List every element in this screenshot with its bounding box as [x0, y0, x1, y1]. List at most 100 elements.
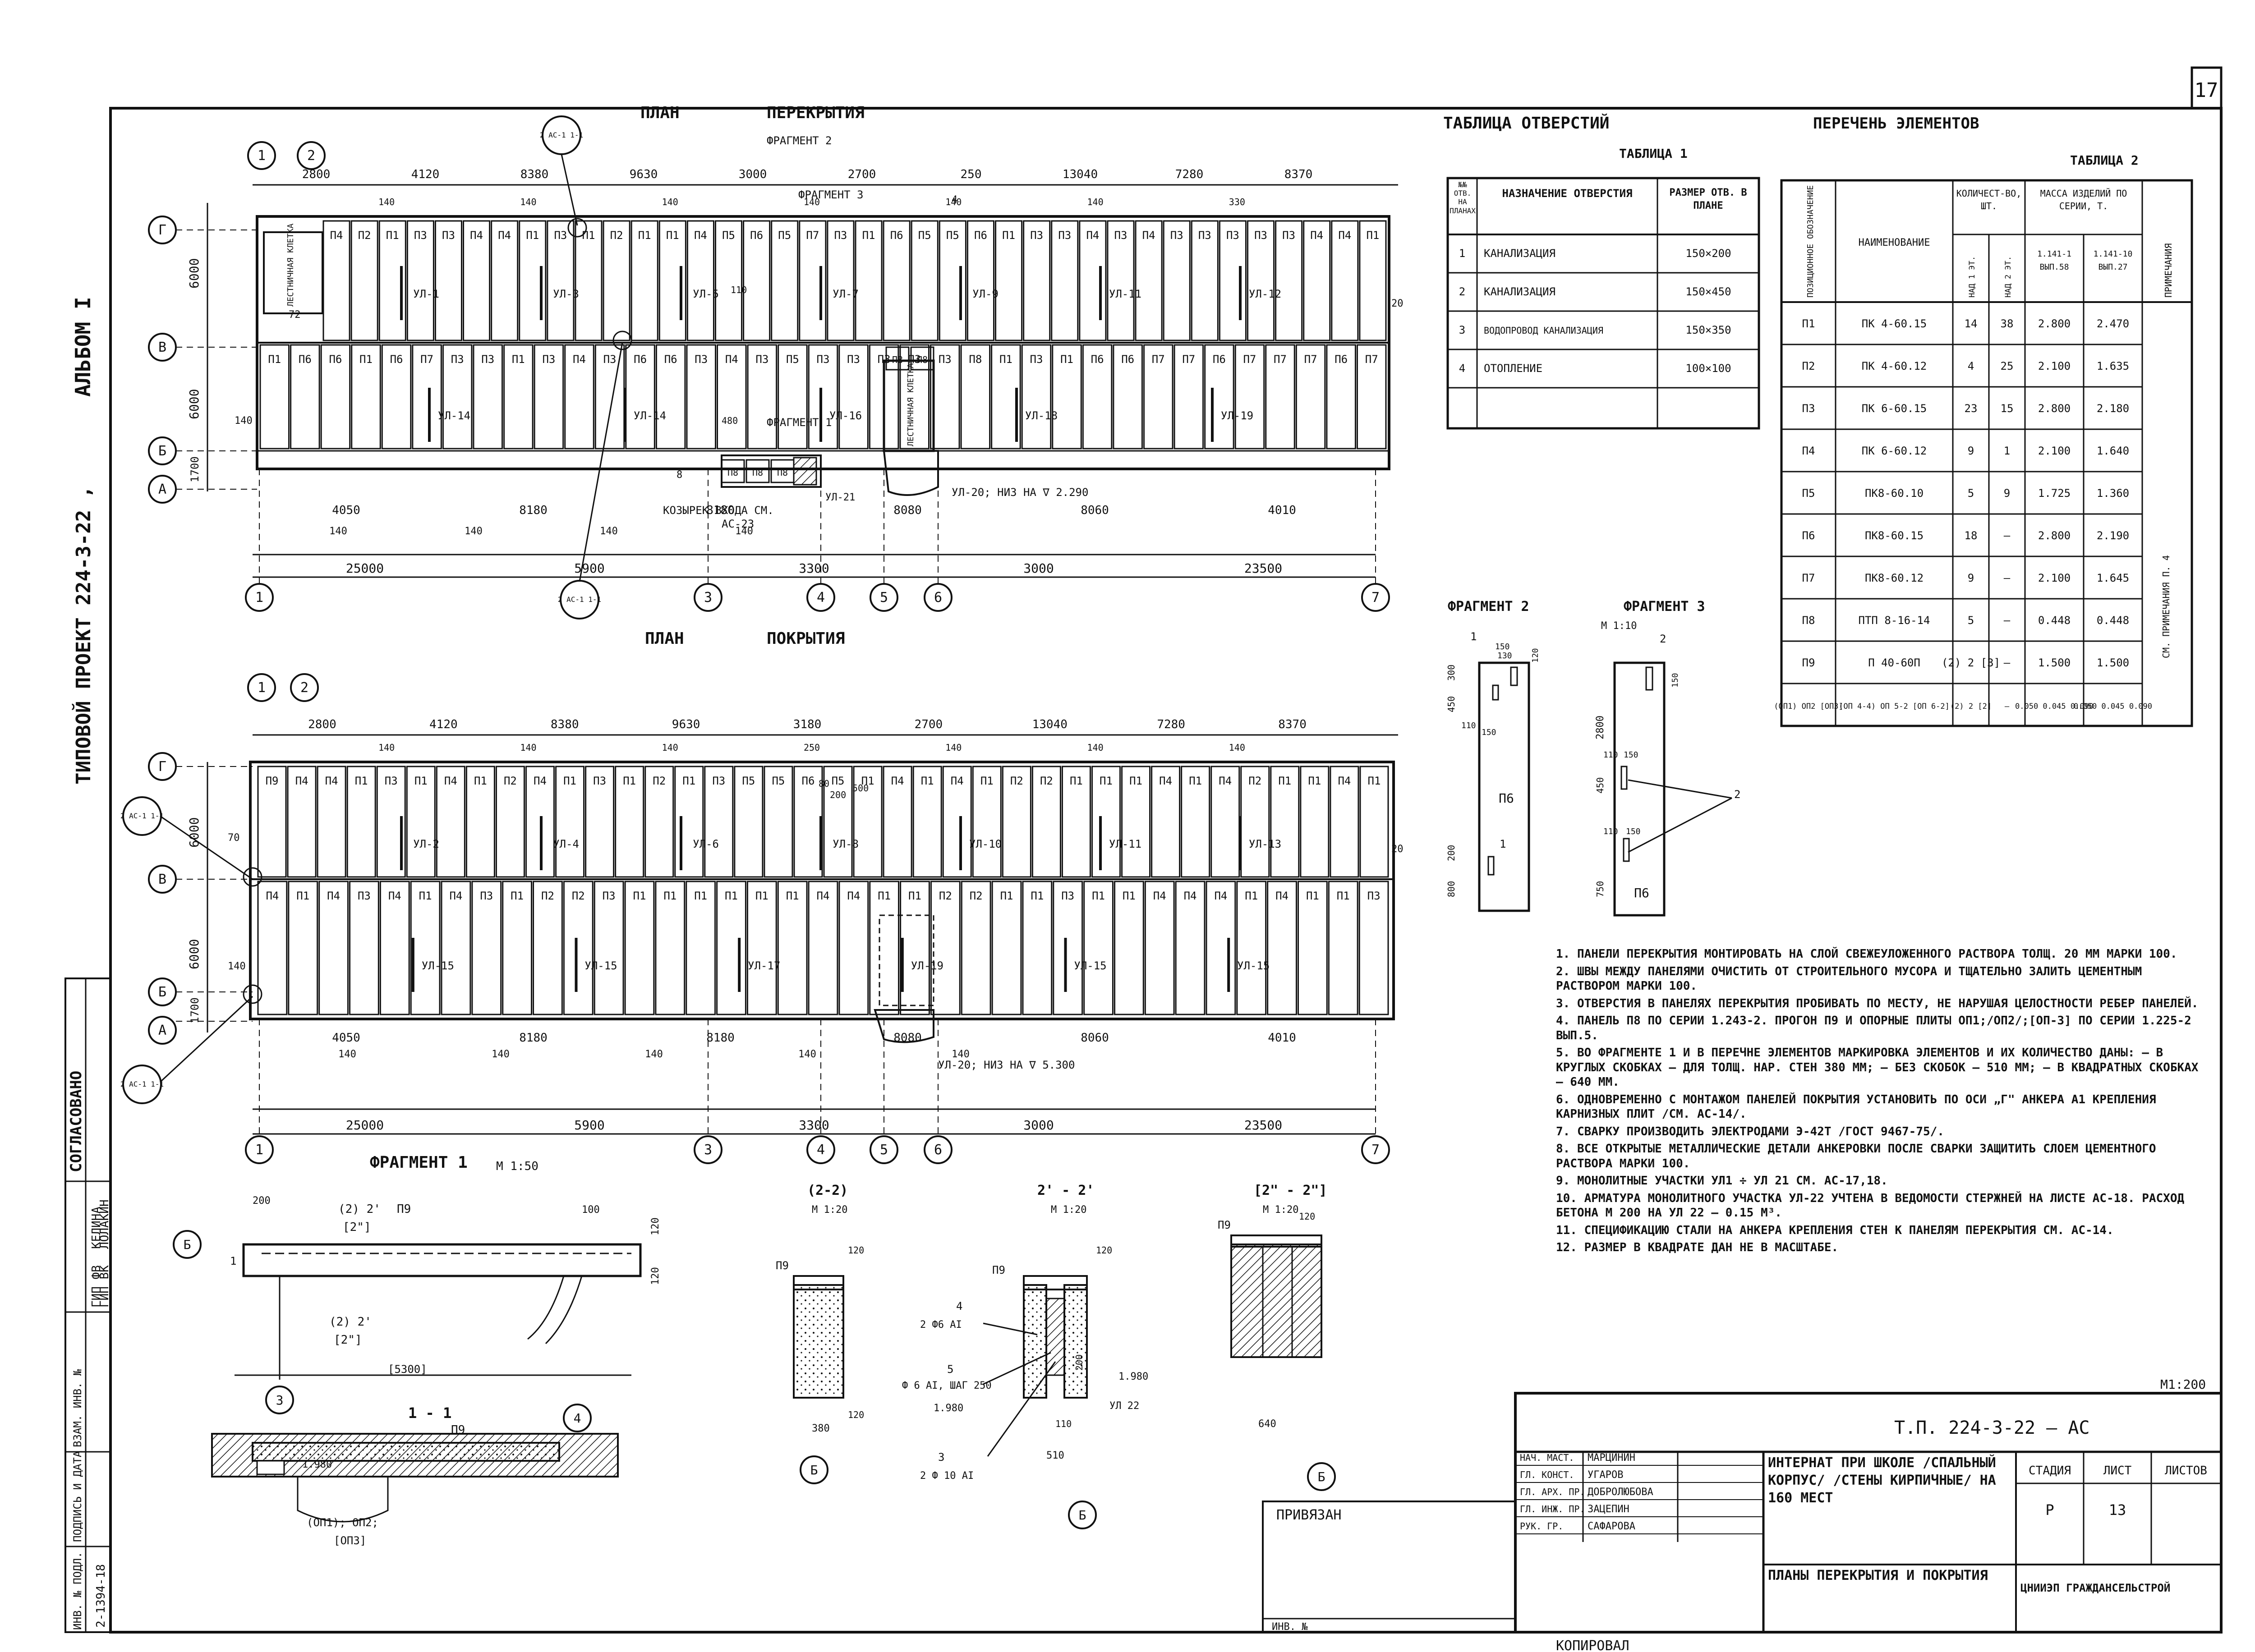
notes-list: 1. ПАНЕЛИ ПЕРЕКРЫТИЯ МОНТИРОВАТЬ НА СЛОЙ…	[1556, 947, 2201, 1255]
floor-p8-mark: П8	[777, 467, 788, 478]
panel-mark: П1	[268, 353, 281, 366]
fragment-1: ФРАГМЕНТ 1 М 1:50 (2) 2' [2"] П9 (2) 2' …	[173, 1153, 661, 1432]
floor-panel	[883, 766, 912, 878]
roof-bottom-dim: 4010	[1268, 1031, 1296, 1045]
title-person-role: НАЧ. МАСТ.	[1520, 1452, 1574, 1463]
table2-cell: 0.050 0.045 0.090	[2015, 702, 2094, 711]
fragment3-dim-5: 450	[1595, 777, 1606, 794]
panel-mark: П7	[1274, 353, 1287, 366]
sec2p-ul22: УЛ 22	[1109, 1400, 1139, 1412]
panel-mark: П6	[890, 229, 903, 242]
floor-panel	[1234, 344, 1265, 450]
floor-mono-top: УЛ-3	[553, 288, 579, 300]
panel-mark: П7	[1365, 353, 1378, 366]
section-2p-2p: 2' - 2' М 1:20 П9 4 2 Ф6 АI 5 Ф 6 АI, ША…	[902, 1183, 1148, 1529]
table2-cell: 23	[1965, 402, 1978, 415]
floor-panel	[1002, 766, 1031, 878]
floor-panel	[793, 766, 823, 878]
floor-panel	[1267, 881, 1297, 1015]
sec2pp-dim-120: 120	[1299, 1211, 1315, 1222]
panel-mark: П1	[725, 890, 738, 902]
floor-panel	[495, 766, 525, 878]
floor-panel	[1297, 881, 1328, 1015]
floor-panel	[1204, 344, 1234, 450]
floor-mono-bottom: УЛ-14	[634, 409, 666, 422]
left-strip-row1: ГИП ФВ	[90, 1265, 103, 1308]
note-item: 3. ОТВЕРСТИЯ В ПАНЕЛЯХ ПЕРЕКРЫТИЯ ПРОБИВ…	[1556, 996, 2199, 1010]
roof-circle-ref-bottom: 2 АС-1 1-1	[120, 1080, 164, 1088]
fragment3-dim-1: 150	[1671, 673, 1680, 688]
roof-bottom-total: 3000	[1023, 1118, 1054, 1133]
floor-axis-top-1: 1	[258, 148, 266, 164]
sec2p-dim-200: 200	[1074, 1354, 1085, 1371]
table2-cell: П6	[1802, 529, 1815, 542]
table2-cell: 2.100	[2038, 360, 2071, 372]
floor-panel	[1083, 881, 1114, 1015]
floor-panel	[743, 220, 771, 341]
table2-header-name: НАИМЕНОВАНИЕ	[1859, 237, 1930, 248]
table2-cell: ПК 6-60.12	[1862, 445, 1927, 457]
table1-cell-purpose: ВОДОПРОВОД КАНАЛИЗАЦИЯ	[1484, 325, 1603, 336]
panel-mark: П1	[419, 890, 432, 902]
roof-sub-dim: 140	[520, 742, 536, 753]
floor-stair-label-2: ЛЕСТНИЧНАЯ КЛЕТКА	[906, 363, 916, 446]
floor-small-mark-3: 110	[731, 285, 747, 295]
table2-cell: –	[2004, 529, 2011, 542]
table2-cell: П9	[1802, 656, 1815, 669]
table2-cell: 15	[2001, 402, 2014, 415]
floor-bottom-dim-140: 140	[329, 526, 347, 537]
panel-mark: П1	[862, 229, 875, 242]
panel-mark: П4	[295, 775, 308, 787]
roof-bottom-dim: 4050	[332, 1031, 360, 1045]
floor-panel	[1022, 881, 1053, 1015]
panel-mark: П4	[470, 229, 483, 242]
panel-mark: П1	[1002, 229, 1015, 242]
floor-bottom-dim: 8080	[893, 504, 922, 517]
floor-panel	[575, 220, 603, 341]
panel-mark: П3	[554, 229, 567, 242]
table1-header-size: РАЗМЕР ОТВ. В ПЛАНЕ	[1669, 187, 1747, 211]
floor-panel	[1021, 344, 1052, 450]
note-item: 11. СПЕЦИФИКАЦИЮ СТАЛИ НА АНКЕРА КРЕПЛЕН…	[1556, 1223, 2114, 1237]
table2-cell: П8	[1802, 614, 1815, 627]
f1-label-9: 120	[650, 1217, 661, 1235]
title-bound: ПРИВЯЗАН	[1276, 1507, 1342, 1523]
roof-axis-top-1: 1	[258, 680, 266, 696]
table2-cell: ПК 4-60.12	[1862, 360, 1927, 372]
panel-mark: П3	[385, 775, 398, 787]
title-person-role: ГЛ. ИНЖ. ПР.	[1520, 1504, 1585, 1514]
panel-mark: П3	[358, 890, 371, 902]
floor-panel	[290, 344, 320, 450]
floor-axis-row: А	[158, 482, 166, 497]
floor-panel	[1144, 881, 1175, 1015]
floor-panel	[491, 220, 519, 341]
floor-panel	[1052, 344, 1082, 450]
panel-mark: П3	[1030, 229, 1043, 242]
roof-row-dim-2: 6000	[187, 939, 202, 969]
floor-bottom-dim: 8180	[706, 504, 735, 517]
floor-panel	[746, 881, 777, 1015]
floor-bottom-dim: 8060	[1081, 504, 1109, 517]
floor-panel	[644, 766, 674, 878]
floor-panel	[930, 344, 960, 450]
panel-mark: П3	[1282, 229, 1295, 242]
panel-mark: П4	[1338, 229, 1351, 242]
floor-panel	[350, 220, 378, 341]
table1-cell-size: 100×100	[1685, 362, 1731, 375]
floor-bottom-dim: 4050	[332, 504, 360, 517]
table2-cell: 2.180	[2097, 402, 2129, 415]
panel-mark: П5	[946, 229, 959, 242]
floor-panel	[655, 881, 686, 1015]
panel-mark: П1	[526, 229, 539, 242]
floor-panel	[900, 881, 930, 1015]
floor-panel	[434, 220, 463, 341]
floor-panel	[655, 344, 686, 450]
roof-axis-bottom: 5	[880, 1142, 888, 1158]
floor-panel	[1326, 344, 1356, 450]
table2-sub-3: 1.141-1 ВЫП.58	[2037, 249, 2071, 272]
floor-axis-row: Г	[158, 222, 166, 238]
fragment1-scale: М 1:50	[496, 1160, 538, 1173]
fragment2-dim-1: 150	[1495, 642, 1510, 652]
sec2pp-axis: Б	[1318, 1469, 1325, 1484]
panel-mark: П3	[712, 775, 725, 787]
